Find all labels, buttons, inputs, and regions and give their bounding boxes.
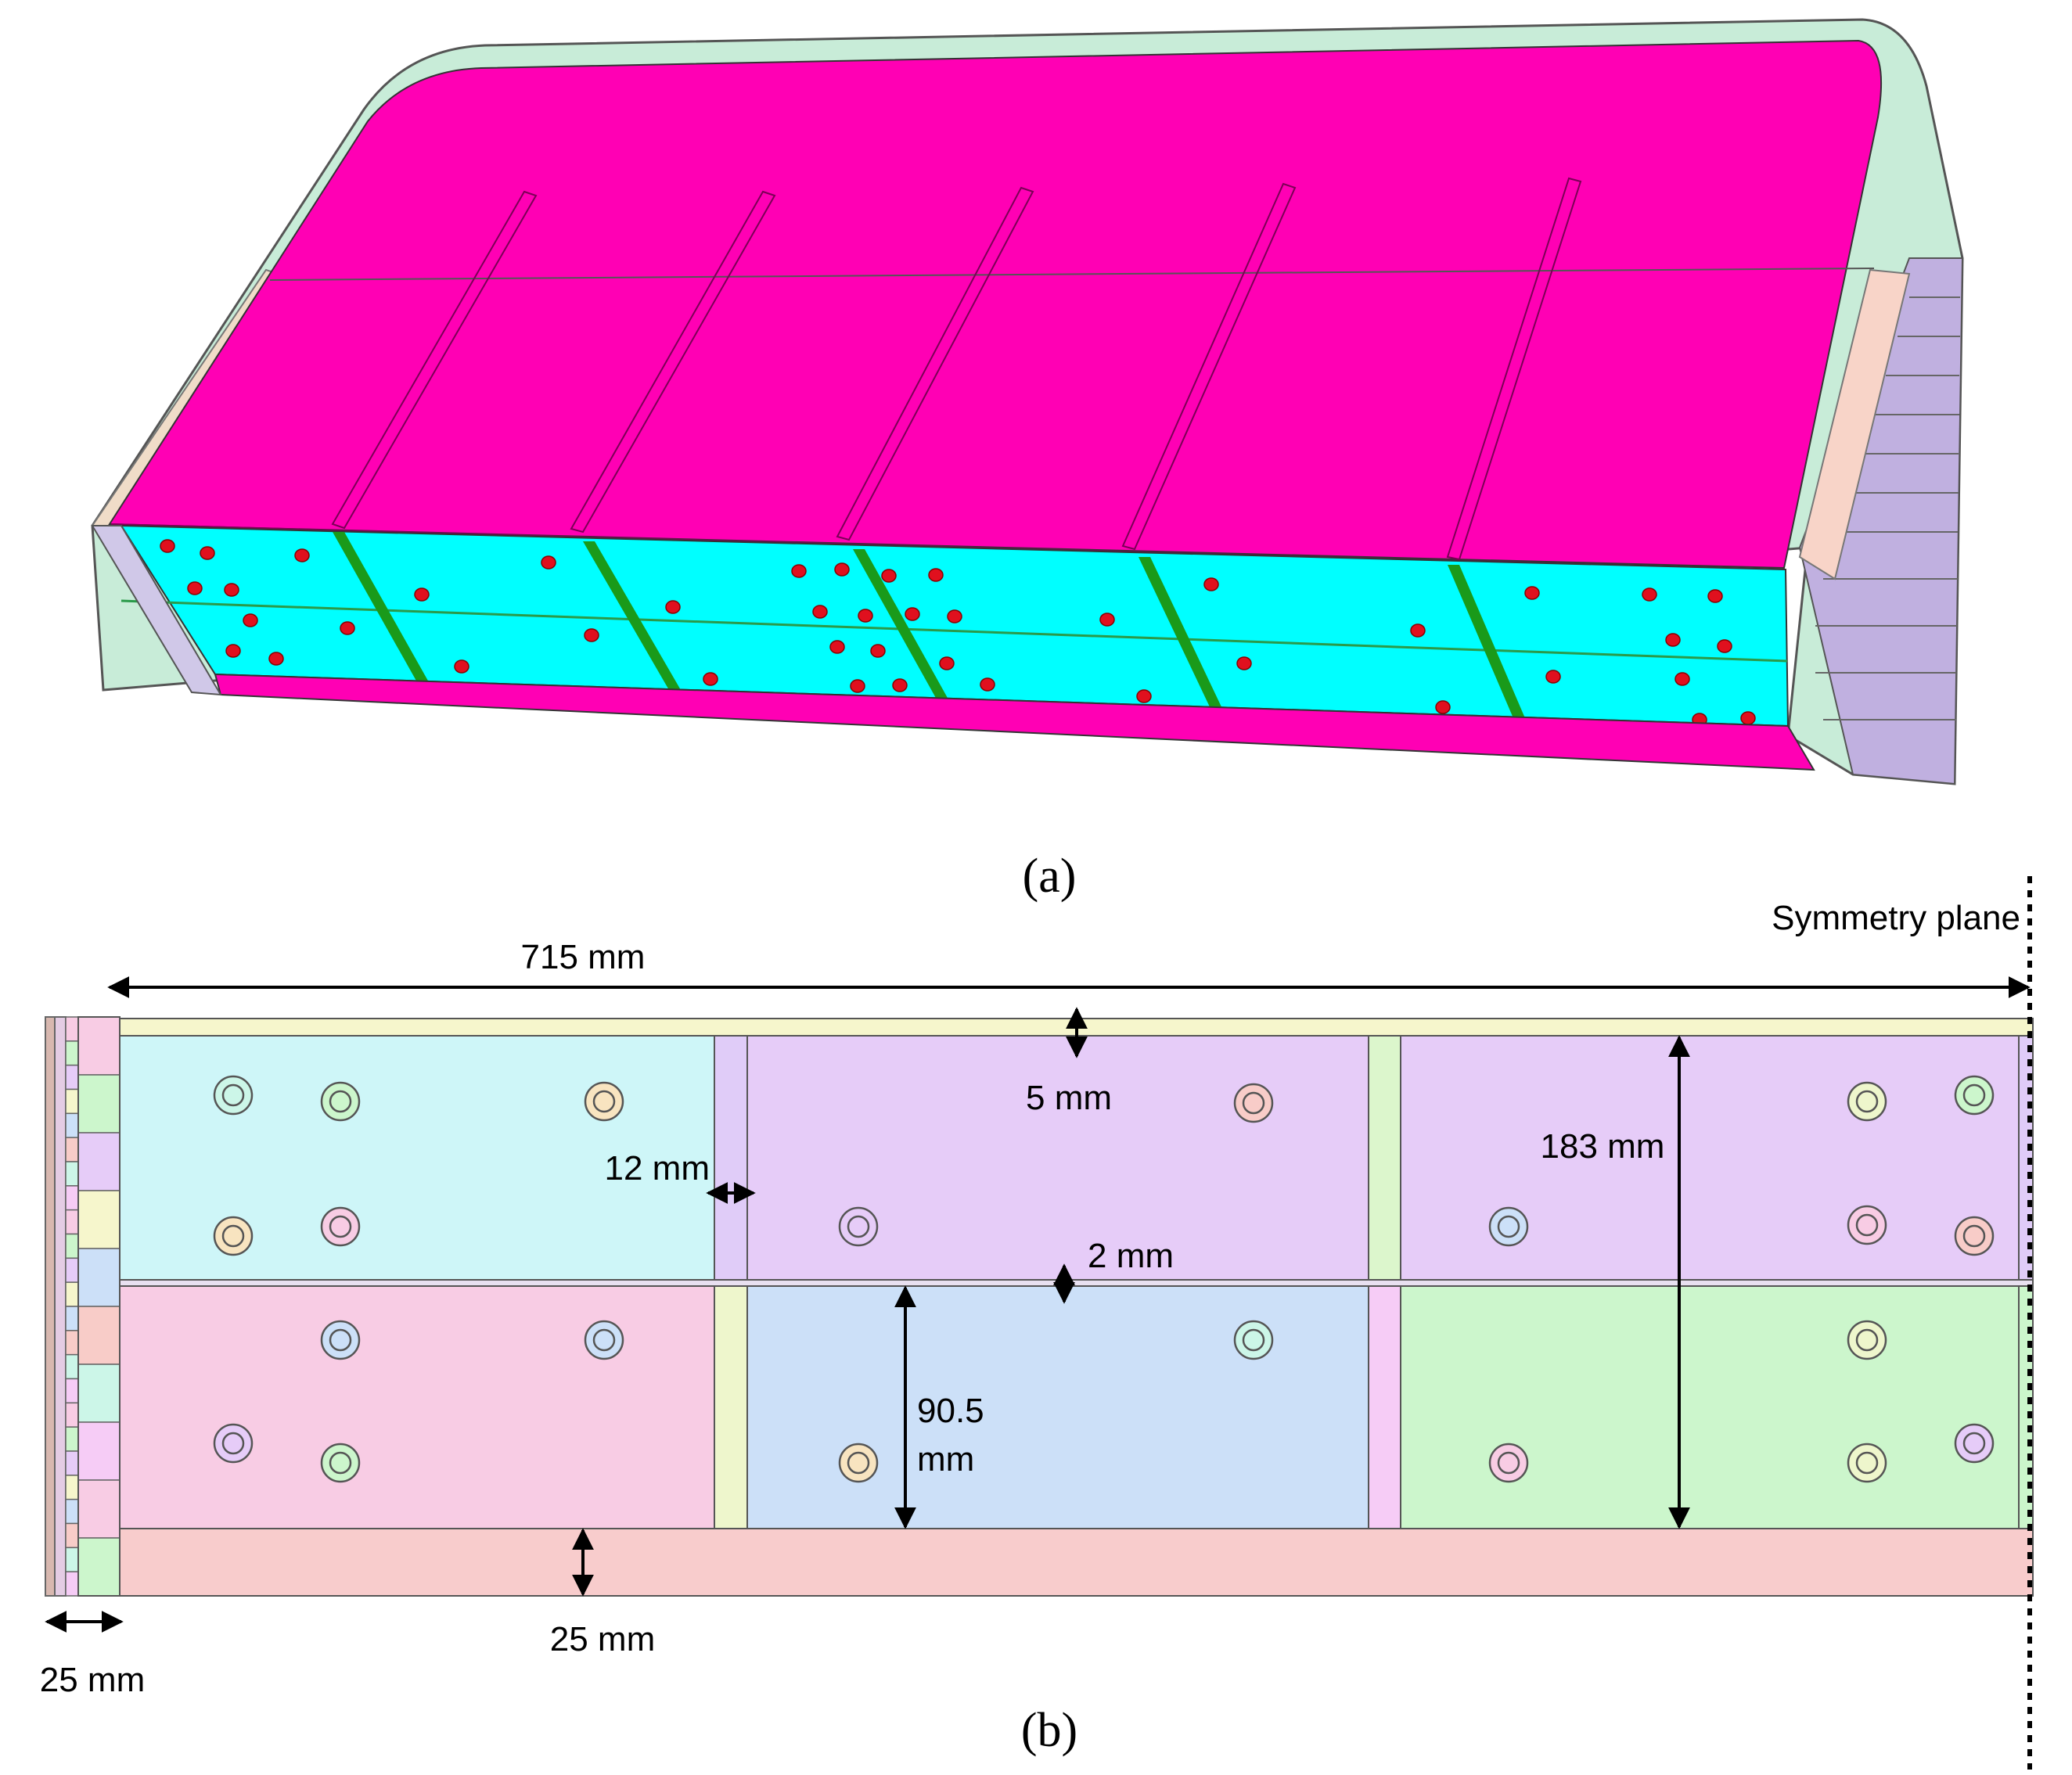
blanket-pins (160, 539, 1756, 727)
side-wall-segment (65, 1547, 79, 1572)
side-wall-segment (65, 1112, 79, 1138)
side-wall-segment (65, 1353, 79, 1380)
view-a-3d-model (91, 18, 1964, 785)
side-wall-segment (65, 1475, 79, 1500)
side-wall-segment (65, 1233, 79, 1259)
rib-3-lower (2018, 1285, 2034, 1529)
pin (213, 1423, 254, 1464)
side-wall-segment (65, 1257, 79, 1283)
pin (1954, 1216, 1995, 1256)
side-wall-segment (65, 1209, 79, 1235)
cell-lower-3 (1400, 1285, 2020, 1529)
bottom-plate (119, 1528, 2034, 1597)
side-wall-segment (65, 1064, 79, 1091)
rib-1-lower (714, 1285, 748, 1529)
caption-b: (b) (1021, 1704, 1077, 1757)
dim-cell-height-label-line2: mm (917, 1440, 974, 1479)
side-wall-segment (65, 1450, 79, 1476)
side-wall-segment (65, 1571, 79, 1597)
side-wall-segment (65, 1330, 79, 1356)
dim-total-length-label: 715 mm (521, 938, 646, 976)
dim-top-plate-label: 5 mm (1026, 1079, 1112, 1117)
cell-upper-3 (1400, 1035, 2020, 1281)
pin (320, 1206, 361, 1247)
pin (320, 1443, 361, 1483)
side-wall-segment (65, 1522, 79, 1549)
side-wall-segment (77, 1190, 121, 1249)
side-wall-segment (77, 1537, 121, 1597)
shell-side-stripes (1815, 296, 1960, 720)
cell-lower-1 (119, 1285, 715, 1529)
pin (838, 1206, 879, 1247)
pin (1233, 1083, 1274, 1123)
pin (1847, 1081, 1887, 1122)
blanket-dividers (333, 532, 1527, 724)
shell-front-right-edge (1798, 268, 1911, 580)
side-wall-segment (65, 1378, 79, 1404)
left-layered-edge (91, 525, 222, 696)
side-wall-segment (65, 1498, 79, 1525)
side-wall-segment (77, 1306, 121, 1365)
pin (838, 1443, 879, 1483)
cross-section-pins (213, 1075, 1995, 1483)
dimension-lines (45, 976, 2031, 1633)
side-wall (45, 1016, 121, 1597)
side-wall-segment (65, 1402, 79, 1428)
pin (1847, 1443, 1887, 1483)
top-face-seam (269, 268, 1875, 281)
side-wall-segment (65, 1281, 79, 1307)
pin (1488, 1443, 1529, 1483)
side-wall-segment (77, 1016, 121, 1076)
side-wall-segment (65, 1426, 79, 1452)
side-wall-segment (77, 1132, 121, 1191)
rib-2-upper (1368, 1035, 1401, 1281)
side-wall-segment (65, 1185, 79, 1211)
side-wall-segment (65, 1088, 79, 1115)
caption-a: (a) (1023, 850, 1077, 903)
symmetry-plane-label: Symmetry plane (1772, 899, 2020, 937)
dim-cell-height-label-line1: 90.5 (917, 1392, 984, 1430)
side-wall-segment (65, 1137, 79, 1162)
cell-upper-2 (746, 1035, 1369, 1281)
dim-height-label: 183 mm (1541, 1127, 1665, 1166)
pin (1954, 1075, 1995, 1116)
mid-plate (119, 1279, 2034, 1287)
rib-1-upper (714, 1035, 748, 1281)
pin (320, 1320, 361, 1360)
pin (213, 1216, 254, 1256)
side-wall-segment (77, 1479, 121, 1539)
view-b-cross-section: Symmetry plane 715 mm 5 mm 12 mm 183 mm … (40, 876, 2034, 1770)
pin (1488, 1206, 1529, 1247)
cell-lower-2 (746, 1285, 1369, 1529)
pin (320, 1081, 361, 1122)
bottom-strip (214, 673, 1815, 771)
pin (1233, 1320, 1274, 1360)
side-wall-segment (77, 1074, 121, 1134)
rib-2-lower (1368, 1285, 1401, 1529)
pin (1847, 1320, 1887, 1360)
dim-rib-label: 12 mm (605, 1149, 710, 1188)
blanket-mid-line (121, 599, 1788, 663)
dim-side-wall-label: 25 mm (40, 1661, 145, 1699)
dim-bottom-plate-label: 25 mm (550, 1620, 655, 1658)
pin (1847, 1205, 1887, 1245)
pin (213, 1075, 254, 1116)
side-wall-segment (65, 1040, 79, 1066)
pin (584, 1320, 624, 1360)
dim-mid-plate-label: 2 mm (1088, 1237, 1174, 1275)
side-wall-segment (77, 1421, 121, 1481)
side-wall-segment (65, 1306, 79, 1331)
side-wall-segment (65, 1161, 79, 1187)
side-wall-segment (77, 1248, 121, 1307)
top-face (108, 39, 1883, 570)
pin (1954, 1423, 1995, 1464)
side-wall-segment (77, 1364, 121, 1423)
pin (584, 1081, 624, 1122)
side-wall-segment (65, 1016, 79, 1042)
